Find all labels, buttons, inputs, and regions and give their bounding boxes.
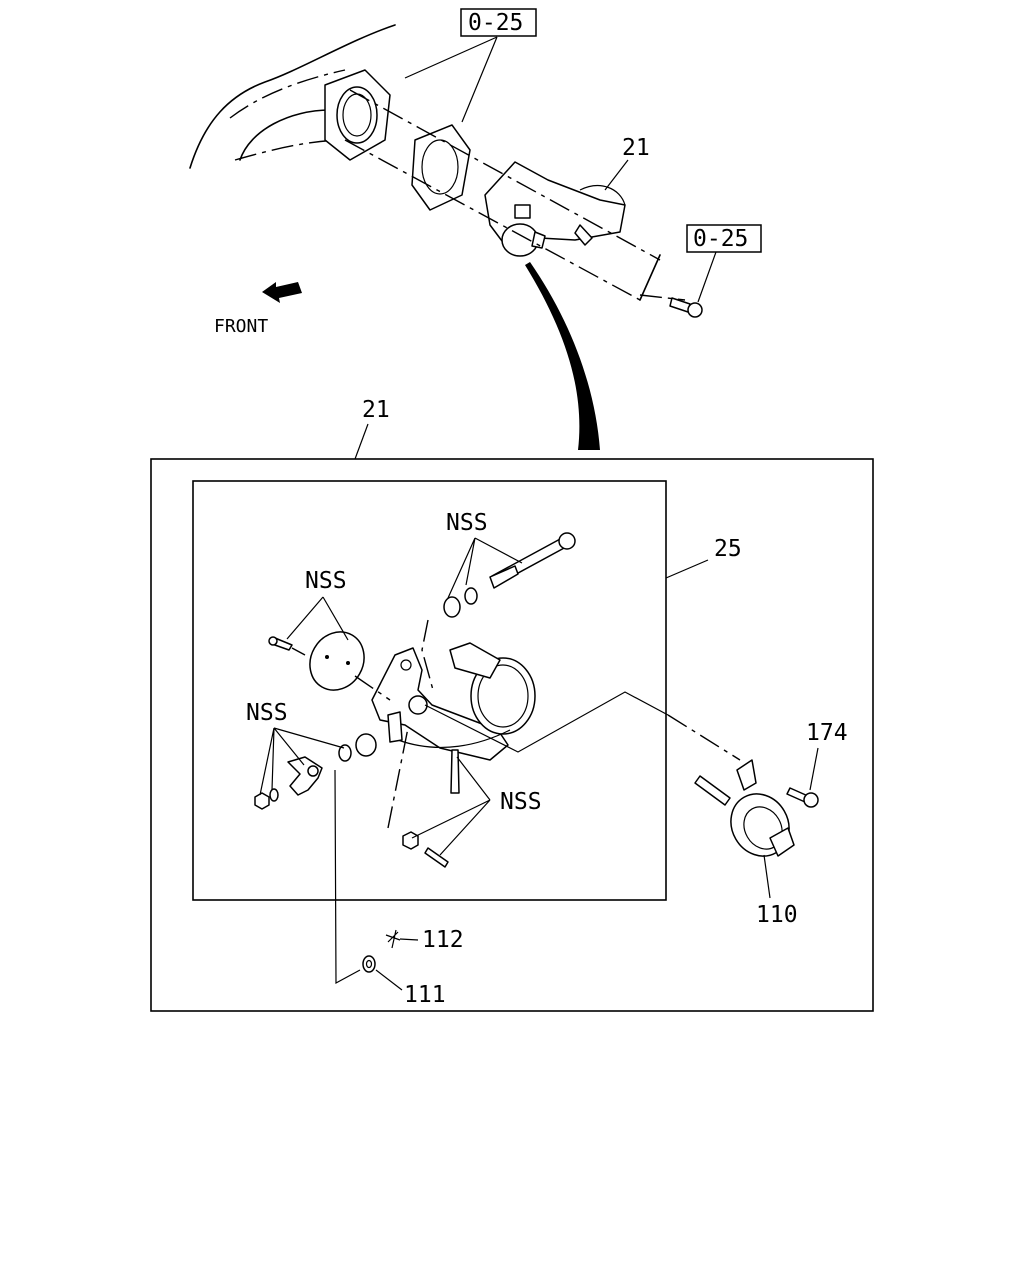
front-label: FRONT [214,316,268,337]
callout-21-box: 21 [362,397,390,423]
inner-box [192,480,667,901]
callout-25: 25 [714,536,742,562]
valve-body [371,642,536,761]
actuator-bolt [786,787,819,808]
exhaust-brake-valve-assembly [484,161,626,257]
linkage-line-1 [424,691,669,753]
cotter-pin [385,929,401,949]
callout-21-top: 21 [622,135,650,161]
leader-nss-4 [411,756,491,856]
lever [287,756,323,796]
nss-4-dash [387,727,409,829]
callout-nss-4: NSS [500,789,542,815]
ref-label-top: 0-25 [468,10,523,36]
gasket [411,124,471,211]
leader-174 [809,747,819,791]
linkage-line-2 [667,714,741,761]
leader-21-top [604,159,629,191]
callout-nss-3: NSS [246,700,288,726]
lower-nut [402,831,449,868]
leader-111 [375,969,403,991]
leader-25 [665,559,709,579]
bushing [338,733,377,762]
leader-112 [399,938,419,941]
plate-screw [268,636,293,651]
leader-110 [763,854,771,899]
actuator [694,759,795,857]
ref-label-right: 0-25 [693,226,748,252]
shaft-centerline [421,619,434,691]
outer-box [150,458,874,1012]
callout-112: 112 [422,927,464,953]
ref-box-right: 0-25 [686,224,762,303]
callout-nss-1: NSS [446,510,488,536]
stud-bolt [450,749,460,794]
plate-to-body-dash [354,675,391,701]
callout-110: 110 [756,902,798,928]
leader-nss-3 [259,727,345,796]
leader-nss-2 [286,596,349,641]
washer [362,955,376,973]
assembly-centerline [344,89,686,301]
shaft-washer [443,587,478,618]
exhaust-pipe-outline [189,24,396,169]
lever-nut [254,788,279,810]
detail-pointer [525,262,600,450]
leader-nss-1 [447,537,523,599]
turbo-flange [324,69,391,161]
callout-174: 174 [806,720,848,746]
pin-bracket-line [334,769,361,985]
callout-nss-2: NSS [305,568,347,594]
front-arrow-icon [262,282,302,303]
bolt-top [669,297,703,318]
plate-dash [291,647,306,656]
callout-111: 111 [404,982,446,1008]
ref-box-top: 0-25 [404,8,537,123]
leader-21-box [354,423,369,460]
valve-plate [309,631,365,691]
valve-shaft [489,532,576,589]
